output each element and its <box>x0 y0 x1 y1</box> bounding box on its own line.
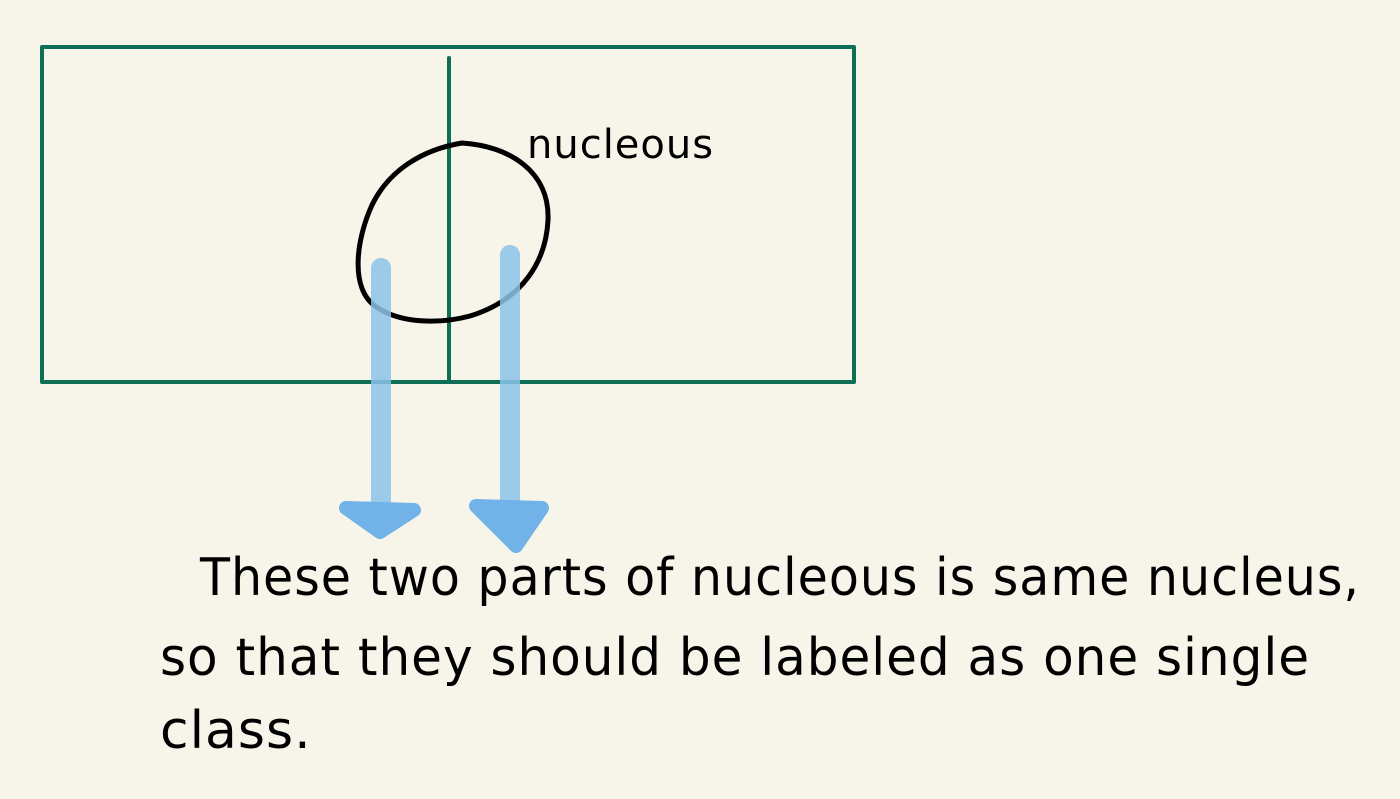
left-arrow-head <box>339 501 421 539</box>
note-line-1: These two parts of nucleous is same nucl… <box>199 548 1360 608</box>
annotation-note: These two parts of nucleous is same nucl… <box>160 548 1360 761</box>
split-box <box>40 45 856 384</box>
right-arrow-head <box>469 499 549 553</box>
note-line-2: so that they should be labeled as one si… <box>160 628 1310 688</box>
nucleus-label: nucleous <box>527 122 714 168</box>
left-arrow <box>339 258 421 539</box>
note-line-3: class. <box>160 701 312 761</box>
right-arrow <box>469 245 549 553</box>
nucleus-circle <box>355 140 551 324</box>
